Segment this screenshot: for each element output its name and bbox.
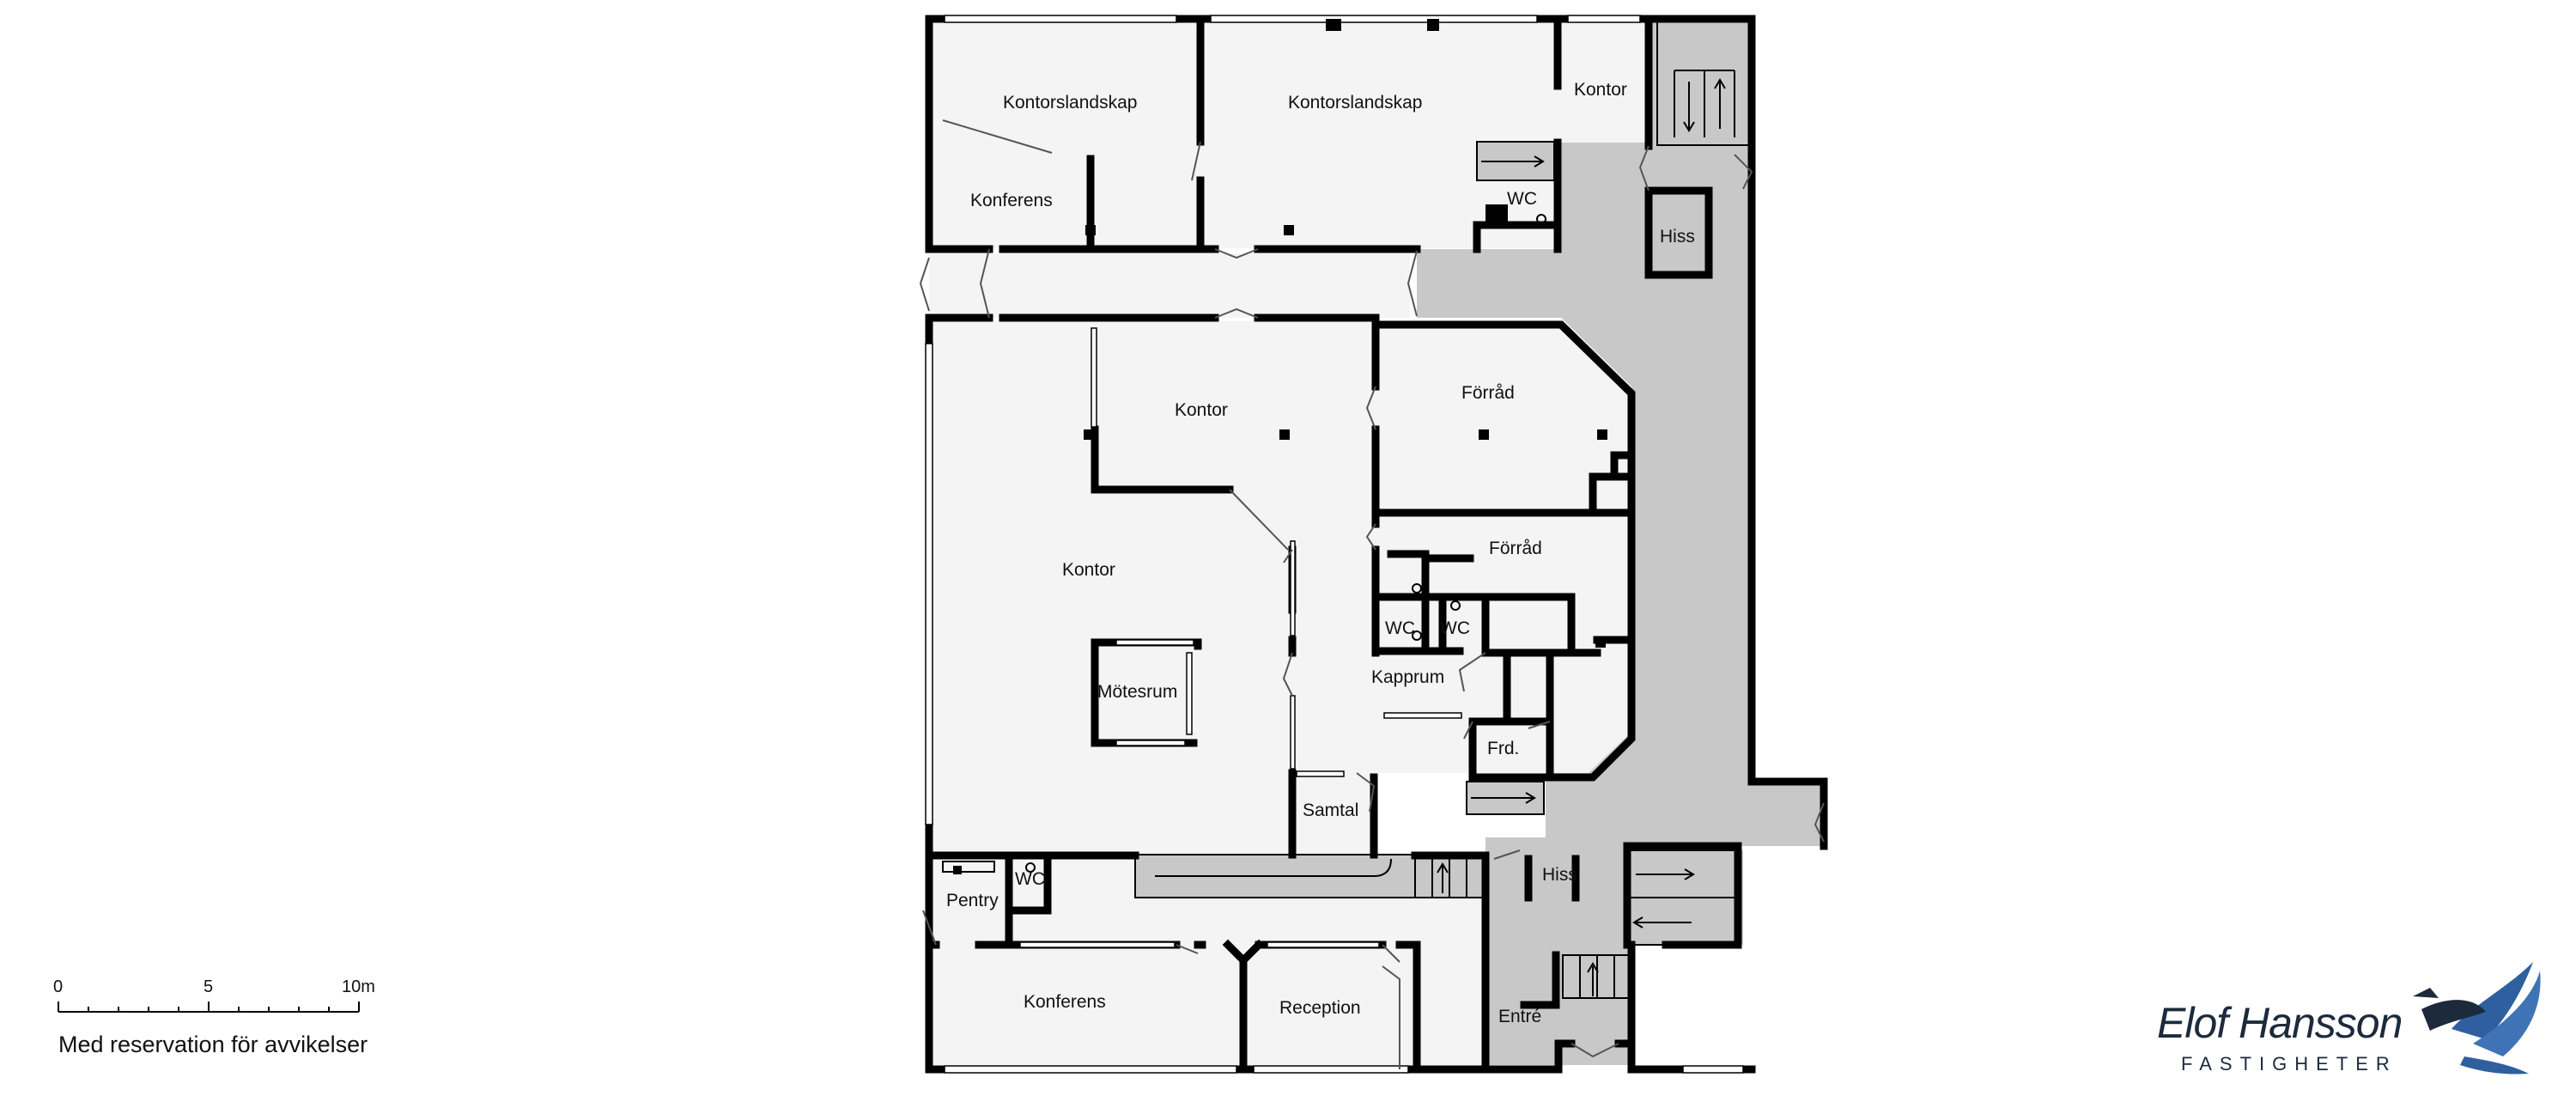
- label-forrad-1: Förråd: [1461, 383, 1515, 403]
- stairs-north: [1656, 20, 1753, 146]
- brand-name: Elof Hansson: [2157, 999, 2402, 1047]
- eagle-icon: [2413, 962, 2541, 1075]
- label-kontor-west: Kontor: [1062, 560, 1115, 580]
- doors: [919, 119, 1825, 1069]
- scale-label-0: 0: [53, 977, 63, 996]
- label-forrad-2: Förråd: [1489, 539, 1542, 558]
- label-kapprum: Kapprum: [1371, 667, 1444, 687]
- stair-s-rect-2: [1626, 897, 1740, 946]
- room-labels: Kontorslandskap Kontorslandskap Kontor K…: [946, 80, 1695, 1026]
- label-kontor-ne: Kontor: [1574, 80, 1627, 100]
- label-wc-n: WC: [1507, 189, 1537, 209]
- upper-corridor-area: [929, 253, 1410, 318]
- label-hiss-s: Hiss: [1542, 865, 1577, 885]
- label-reception: Reception: [1279, 998, 1361, 1018]
- stairs-south: [1562, 849, 1740, 999]
- scale-label-10: 10m: [342, 977, 375, 996]
- disclaimer-text: Med reservation för avvikelser: [58, 1032, 368, 1057]
- wall-outer-north: [925, 15, 1828, 850]
- brand-logo: Elof Hansson FASTIGHETER: [2157, 962, 2541, 1075]
- wall-forrad: [1371, 320, 1636, 782]
- label-kontorslandskap-1: Kontorslandskap: [1003, 93, 1137, 113]
- label-konferens-n: Konferens: [970, 191, 1053, 210]
- label-frd: Frd.: [1487, 739, 1519, 758]
- label-hiss-n: Hiss: [1660, 227, 1695, 247]
- ramps: [1134, 141, 1555, 898]
- windows: [925, 15, 1744, 1074]
- label-wc-2: WC: [1440, 618, 1470, 638]
- wc-fixtures: [942, 214, 1546, 873]
- label-samtal: Samtal: [1303, 801, 1358, 820]
- label-pentry: Pentry: [946, 891, 999, 910]
- label-entre: Entré: [1498, 1007, 1541, 1026]
- scale-label-5: 5: [204, 977, 213, 996]
- scale-bar: 0 5 10m Med reservation för avvikelser: [53, 977, 375, 1057]
- main-corridor: [1417, 21, 1824, 1065]
- label-kontor-mid: Kontor: [1175, 400, 1228, 420]
- brand-sub: FASTIGHETER: [2181, 1053, 2397, 1075]
- kontor-ne-area: [1554, 21, 1649, 143]
- forrad-area: [1374, 325, 1631, 773]
- label-motesrum: Mötesrum: [1097, 682, 1177, 702]
- label-wc-1: WC: [1385, 618, 1415, 638]
- label-kontorslandskap-2: Kontorslandskap: [1288, 93, 1422, 113]
- kontorslandskap-1-area: [929, 21, 1200, 248]
- kontor-west-area: [929, 321, 1374, 855]
- pillars: [953, 19, 1607, 874]
- label-konferens-s: Konferens: [1024, 992, 1106, 1012]
- label-wc-s: WC: [1015, 869, 1045, 889]
